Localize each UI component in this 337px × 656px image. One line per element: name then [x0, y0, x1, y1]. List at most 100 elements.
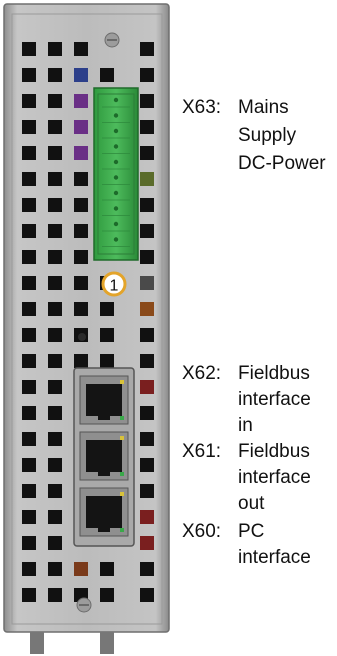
- label-line: Fieldbus: [238, 363, 310, 384]
- vent-slot: [140, 562, 154, 576]
- x62-port: [79, 375, 129, 425]
- vent-slot: [22, 458, 36, 472]
- label-line: Mains: [238, 97, 289, 118]
- terminal-pin: [113, 237, 119, 242]
- vent-slot: [140, 458, 154, 472]
- terminal-pin: [113, 206, 119, 211]
- vent-slot: [22, 588, 36, 602]
- vent-slot: [48, 484, 62, 498]
- x61-port: [79, 431, 129, 481]
- label-line: interface: [238, 389, 311, 410]
- vent-slot: [140, 146, 154, 160]
- label-line: Supply: [238, 125, 297, 146]
- label-code: X60:: [182, 521, 222, 542]
- terminal-pin: [113, 159, 119, 165]
- vent-slot: [22, 172, 36, 186]
- vent-slot: [48, 276, 62, 290]
- vent-slot: [48, 250, 62, 264]
- vent-slot: [48, 224, 62, 238]
- vent-slot: [22, 562, 36, 576]
- vent-slot: [140, 588, 154, 602]
- label-code: X63:: [182, 97, 222, 118]
- vent-slot: [100, 328, 114, 342]
- vent-slot: [22, 536, 36, 550]
- vent-slot: [140, 120, 154, 134]
- vent-slot: [140, 94, 154, 108]
- vent-slot: [74, 68, 88, 82]
- vent-slot: [48, 42, 62, 56]
- vent-slot: [74, 172, 88, 186]
- vent-slot: [100, 562, 114, 576]
- terminal-pin: [113, 190, 119, 196]
- vent-slot: [74, 250, 88, 264]
- vent-slot: [140, 302, 154, 316]
- vent-slot: [140, 432, 154, 446]
- vent-slot: [22, 94, 36, 108]
- vent-slot: [48, 562, 62, 576]
- vent-slot: [74, 276, 88, 290]
- vent-slot: [22, 302, 36, 316]
- vent-slot: [100, 68, 114, 82]
- label-line: PC: [238, 521, 265, 542]
- vent-slot: [74, 224, 88, 238]
- bottom-screw-icon: [76, 597, 92, 613]
- vent-slot: [74, 42, 88, 56]
- vent-slot: [100, 354, 114, 368]
- vent-slot: [140, 68, 154, 82]
- terminal-pin: [113, 175, 119, 180]
- vent-slot: [22, 432, 36, 446]
- vent-slot: [48, 458, 62, 472]
- vent-slot: [48, 172, 62, 186]
- vent-slot: [74, 94, 88, 108]
- port-led-green: [120, 416, 124, 420]
- vent-slot: [48, 146, 62, 160]
- terminal-pin: [113, 221, 119, 227]
- top-screw-icon: [104, 32, 120, 48]
- vent-slot: [74, 302, 88, 316]
- vent-slot: [22, 198, 36, 212]
- terminal-pin: [113, 97, 119, 103]
- label-code: X62:: [182, 363, 222, 384]
- rj45-port-block: [73, 367, 135, 547]
- vent-slot: [48, 120, 62, 134]
- vent-slot: [22, 250, 36, 264]
- status-led: [78, 333, 86, 341]
- vent-slot: [48, 94, 62, 108]
- port-led-yellow: [120, 380, 124, 384]
- vent-slot: [48, 198, 62, 212]
- vent-slot: [74, 198, 88, 212]
- housing-inner-panel: [11, 13, 163, 625]
- vent-slot: [22, 380, 36, 394]
- x60-port: [79, 487, 129, 537]
- vent-slot: [22, 224, 36, 238]
- vent-slot: [140, 224, 154, 238]
- vent-slot: [22, 354, 36, 368]
- housing-foot-left: [30, 632, 44, 654]
- housing-foot-right: [100, 632, 114, 654]
- vent-slot: [140, 380, 154, 394]
- vent-slot: [48, 406, 62, 420]
- vent-slot: [48, 380, 62, 394]
- vent-slot: [48, 328, 62, 342]
- port-led-yellow: [120, 492, 124, 496]
- terminal-pin: [113, 144, 119, 149]
- vent-slot: [22, 406, 36, 420]
- port-led-green: [120, 472, 124, 476]
- vent-slot: [74, 146, 88, 160]
- label-line: out: [238, 493, 265, 514]
- vent-slot: [140, 484, 154, 498]
- vent-slot: [74, 562, 88, 576]
- vent-slot: [140, 250, 154, 264]
- vent-slot: [140, 328, 154, 342]
- label-line: interface: [238, 467, 311, 488]
- terminal-pins: [102, 97, 130, 247]
- vent-slot: [140, 276, 154, 290]
- port-led-yellow: [120, 436, 124, 440]
- vent-slot: [140, 406, 154, 420]
- vent-slot: [140, 172, 154, 186]
- vent-slot: [22, 510, 36, 524]
- vent-slot: [140, 354, 154, 368]
- vent-slot: [22, 328, 36, 342]
- vent-slot: [22, 120, 36, 134]
